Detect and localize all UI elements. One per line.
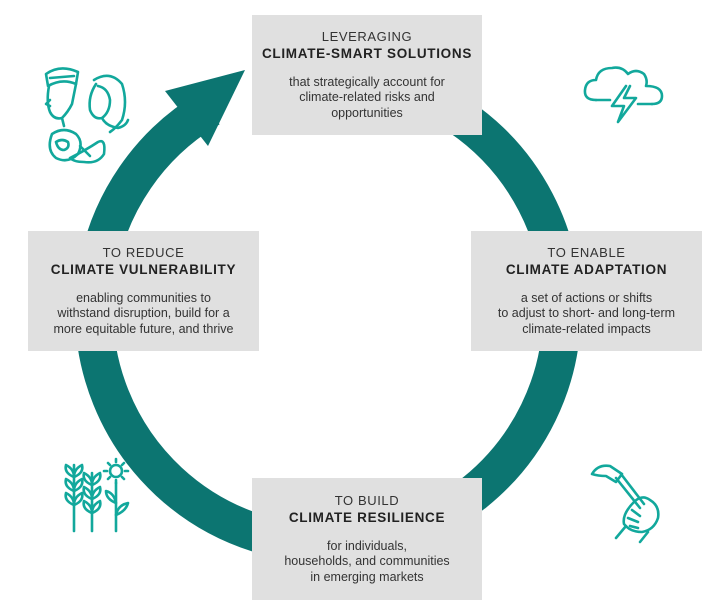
box-kicker: TO REDUCE xyxy=(102,244,185,260)
box-description: for individuals, households, and communi… xyxy=(284,539,449,586)
box-climate-vulnerability: TO REDUCE CLIMATE VULNERABILITY enabling… xyxy=(28,231,259,351)
people-icon xyxy=(44,67,130,164)
hammer-hand-icon xyxy=(590,464,660,544)
box-description: a set of actions or shifts to adjust to … xyxy=(498,291,675,338)
storm-cloud-icon xyxy=(583,66,664,124)
box-climate-resilience: TO BUILD CLIMATE RESILIENCE for individu… xyxy=(252,478,482,600)
box-climate-smart-solutions: LEVERAGING CLIMATE-SMART SOLUTIONS that … xyxy=(252,15,482,135)
desc-line: a set of actions or shifts xyxy=(520,290,653,305)
box-title: CLIMATE-SMART SOLUTIONS xyxy=(261,45,473,61)
desc-line: households, and communities xyxy=(284,554,450,569)
desc-line: more equitable future, and thrive xyxy=(53,321,234,336)
desc-line: that strategically account for xyxy=(289,74,445,89)
box-kicker: TO ENABLE xyxy=(547,244,626,260)
desc-line: in emerging markets xyxy=(310,569,424,584)
desc-line: opportunities xyxy=(331,105,403,120)
box-description: enabling communities to withstand disrup… xyxy=(54,291,234,338)
desc-line: to adjust to short- and long-term xyxy=(497,306,676,321)
desc-line: climate-related impacts xyxy=(522,321,651,336)
box-kicker: LEVERAGING xyxy=(321,28,413,44)
crops-icon xyxy=(64,457,130,533)
desc-line: enabling communities to xyxy=(76,290,211,305)
box-title: CLIMATE ADAPTATION xyxy=(505,261,668,277)
box-title: CLIMATE RESILIENCE xyxy=(288,509,446,525)
desc-line: withstand disruption, build for a xyxy=(57,306,230,321)
box-description: that strategically account for climate-r… xyxy=(289,75,445,122)
desc-line: for individuals, xyxy=(327,538,407,553)
box-kicker: TO BUILD xyxy=(334,492,400,508)
cycle-arrowhead xyxy=(165,70,245,146)
box-title: CLIMATE VULNERABILITY xyxy=(50,261,237,277)
desc-line: climate-related risks and xyxy=(299,90,435,105)
box-climate-adaptation: TO ENABLE CLIMATE ADAPTATION a set of ac… xyxy=(471,231,702,351)
